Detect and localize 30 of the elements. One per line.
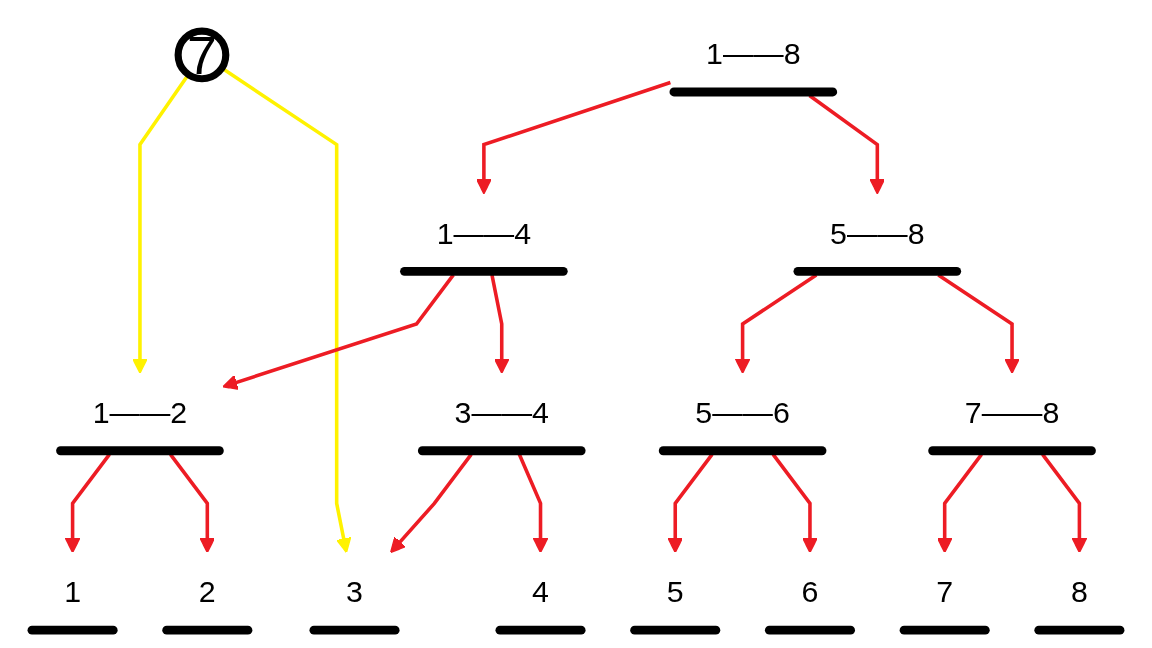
node-text: 8: [1070, 575, 1088, 610]
node-text: 1——2: [92, 396, 188, 431]
node-text: 7: [936, 575, 954, 610]
node-text: 5: [666, 575, 684, 610]
arrow: [222, 273, 455, 390]
arrow: [771, 453, 818, 554]
arrow: [490, 274, 510, 374]
node-circle: 7: [174, 27, 230, 83]
arrow: [1041, 453, 1088, 554]
node-text: 7——8: [964, 396, 1060, 431]
arrow: [64, 453, 111, 554]
arrow: [667, 453, 714, 554]
node-text: 1: [64, 575, 82, 610]
arrow: [517, 453, 549, 554]
node-text: 4: [532, 575, 549, 610]
node-text: 5——8: [830, 216, 925, 251]
arrow: [936, 453, 983, 554]
arrow: [389, 453, 473, 554]
node-text: 3: [346, 575, 363, 610]
node-text: 5——6: [695, 396, 790, 431]
arrow: [169, 453, 216, 554]
arrow: [937, 273, 1020, 374]
node-text: 6: [801, 575, 819, 610]
node-text: 2: [198, 575, 216, 610]
node-text: 3——4: [454, 396, 549, 431]
arrow: [734, 273, 818, 374]
node-text: 1——8: [706, 37, 801, 72]
arrow: [476, 80, 671, 195]
node-text: 1——4: [436, 216, 532, 251]
arrow: [808, 94, 886, 195]
